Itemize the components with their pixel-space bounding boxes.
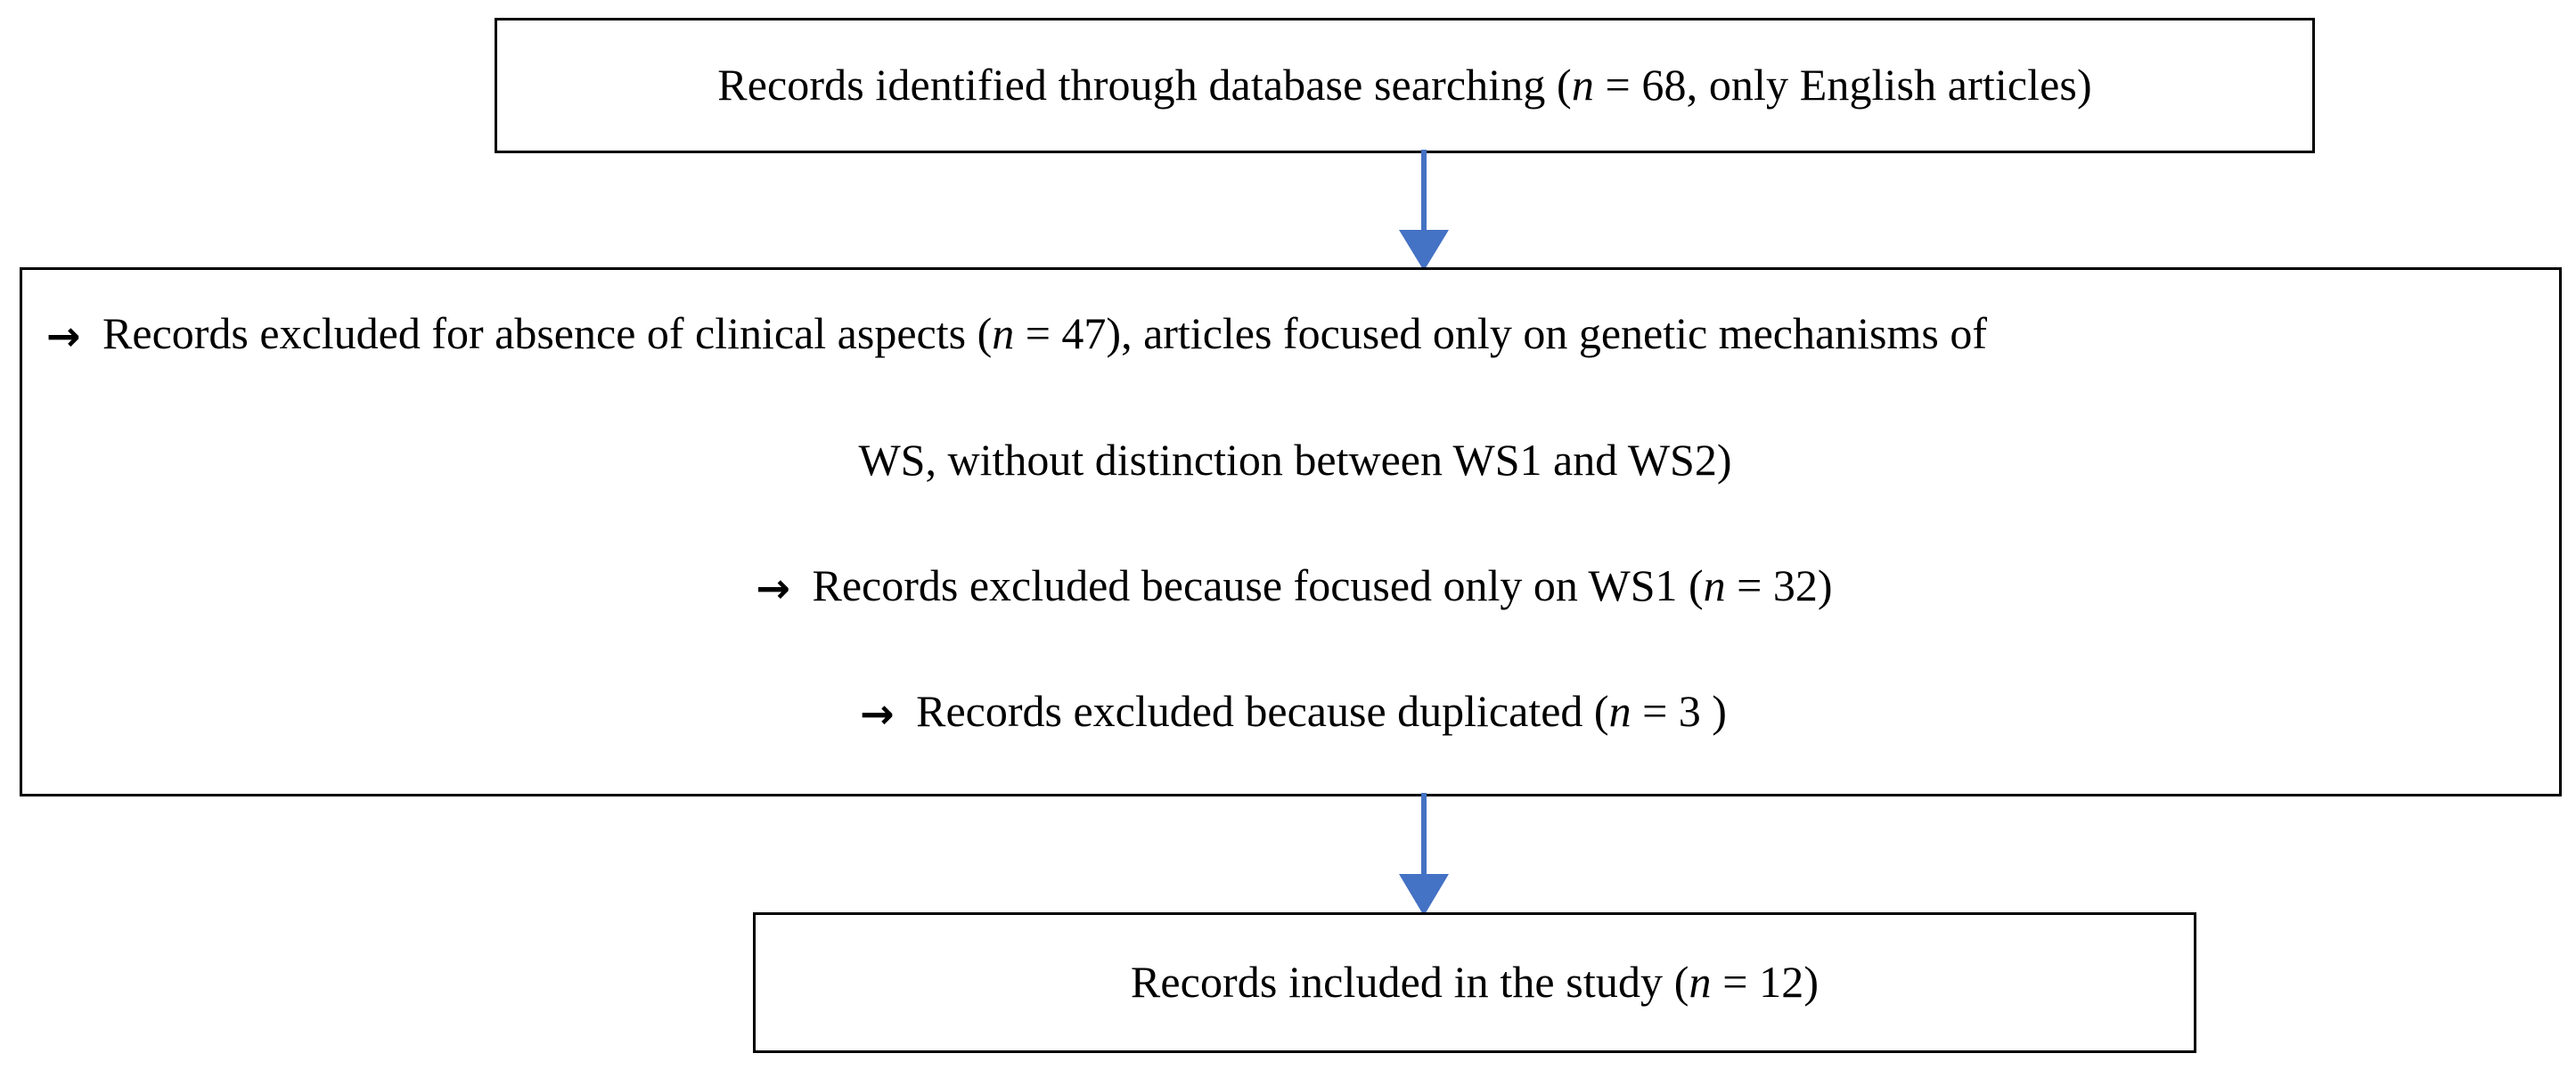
identified-text-middle: = 68, only English articles) [1593,60,2092,110]
right-arrow-icon-3: → [756,563,790,612]
excluded-line-2-prefix: WS, without distinction between WS1 and … [858,434,1732,485]
excluded-line-1: → Records excluded for absence of clinic… [0,309,2576,359]
excluded-line-1-prefix: Records excluded for absence of clinical… [91,308,993,358]
included-text-middle: = 12) [1711,957,1820,1008]
excluded-line-3-prefix: Records excluded because focused only on… [801,559,1704,610]
excluded-line-1-n-symbol: n [992,308,1015,358]
included-text-prefix: Records included in the study ( [1130,957,1689,1008]
included-n-symbol: n [1689,957,1712,1008]
excluded-line-3-suffix: = 32) [1725,559,1833,610]
excluded-line-4-prefix: Records excluded because duplicated ( [904,686,1609,737]
excluded-line-4-suffix: = 3 ) [1631,686,1727,737]
identified-text-prefix: Records identified through database sear… [717,60,1572,110]
right-arrow-icon-1: → [46,312,81,360]
excluded-line-2: WS, without distinction between WS1 and … [18,434,2564,485]
box-records-excluded: → Records excluded for absence of clinic… [20,267,2562,796]
right-arrow-icon-4: → [860,690,895,739]
excluded-line-4-n-symbol: n [1608,686,1631,737]
box-records-identified: Records identified through database sear… [495,18,2315,153]
excluded-line-3-n-symbol: n [1703,559,1726,610]
box-records-identified-text: Records identified through database sear… [497,60,2312,111]
identified-n-symbol: n [1571,60,1594,110]
excluded-line-3: → Records excluded because focused only … [19,559,2563,612]
box-records-included: Records included in the study (n = 12) [753,912,2196,1053]
arrow-excluded-to-included [1399,793,1449,916]
arrow-identified-to-excluded [1399,150,1449,271]
excluded-line-1-suffix: = 47), articles focused only on genetic … [1014,308,1987,358]
excluded-line-4: → Records excluded because duplicated (n… [20,687,2562,737]
box-records-included-text: Records included in the study (n = 12) [756,957,2194,1009]
